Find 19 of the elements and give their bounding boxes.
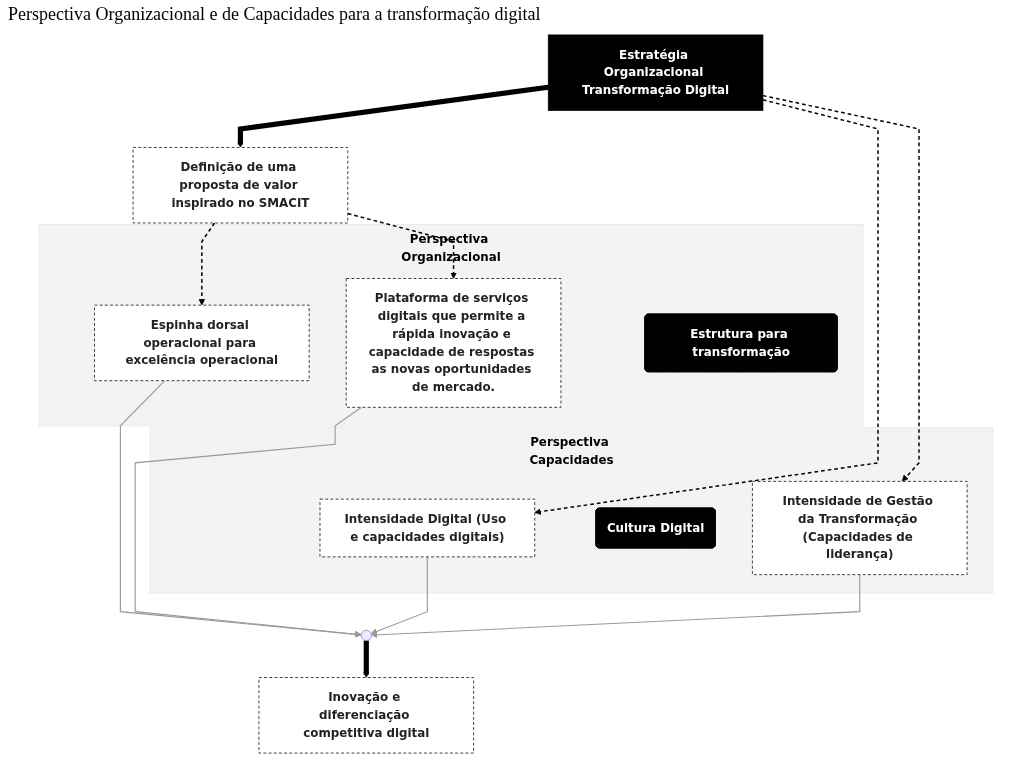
arrow bbox=[371, 574, 861, 639]
arrow bbox=[370, 556, 428, 635]
node-box: Definição de uma proposta de valor inspirado no SMACIT bbox=[132, 147, 349, 224]
arrow bbox=[119, 380, 362, 638]
node-circle bbox=[360, 629, 372, 641]
arrow bbox=[762, 94, 920, 482]
node-box: Intensidade Digital (Uso e capacidades digitais) bbox=[319, 498, 536, 558]
node-box: Espinha dorsal operacional para excelência operacional bbox=[94, 304, 310, 382]
arrow bbox=[198, 222, 216, 306]
arrow bbox=[237, 84, 549, 148]
node-box: Estratégia Organizacional Transformação Digital bbox=[547, 34, 764, 111]
arrow bbox=[534, 99, 879, 515]
node-box: Plataforma de serviços digitais que permite a rápida inovação e capacidade de respostas as novas oportunidades de mercado. bbox=[345, 278, 562, 408]
diagram-title: Perspectiva Organizacional e de Capacidades para a transformação digital bbox=[8, 4, 542, 25]
node-box: Inovação e diferenciação competitiva digital bbox=[258, 677, 474, 754]
node-box: Intensidade de Gestão da Transformação (Capacidades de liderança) bbox=[752, 481, 968, 575]
arrow bbox=[134, 406, 363, 638]
arrow bbox=[347, 212, 457, 279]
arrow bbox=[363, 640, 370, 678]
